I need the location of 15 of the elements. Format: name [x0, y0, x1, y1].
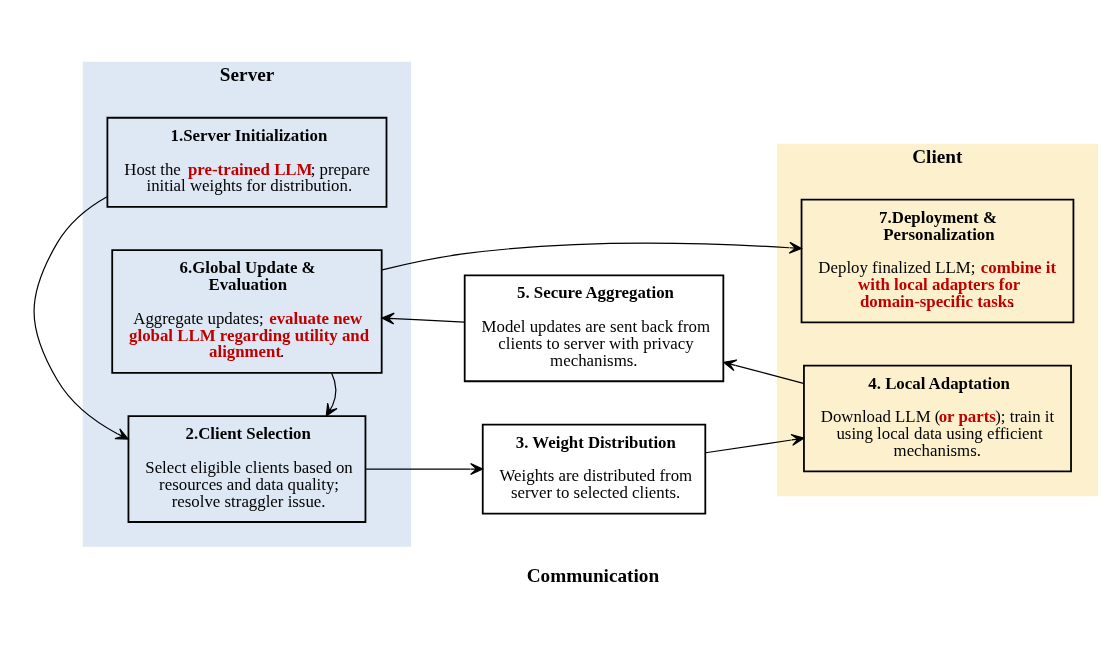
node-box: 2.Client Selection Select eligible clients based on resources and data quality; resolve straggler issue.: [127, 414, 367, 523]
node-box: 7.Deployment & Personalization Deploy finalized LLM; combine it with local adapters for domain-specific tasks.: [800, 198, 1075, 323]
arrow: [704, 433, 805, 453]
arrow: [723, 359, 804, 384]
node-box: 6.Global Update & Evaluation Aggregate updates; evaluate new global LLM regarding utility and alignment.: [111, 248, 383, 374]
node-box: 3. Weight Distribution Weights are distributed from server to selected clients.: [481, 423, 707, 514]
arrow: [325, 372, 338, 417]
arrow: [365, 462, 484, 475]
node-box: 4. Local Adaptation Download LLM (or parts); train it using local data using efficient mechanisms.: [803, 364, 1072, 472]
arrow: [381, 312, 465, 325]
arrow: [33, 195, 129, 440]
node-box: 1.Server Initialization Host the pre-trained LLM; prepare initial weights for distribution.: [106, 116, 388, 208]
label: Communication: [526, 564, 660, 586]
arrow: [381, 241, 803, 270]
node-box: 5. Secure Aggregation Model updates are sent back from clients to server with privacy mechanisms.: [463, 273, 725, 382]
